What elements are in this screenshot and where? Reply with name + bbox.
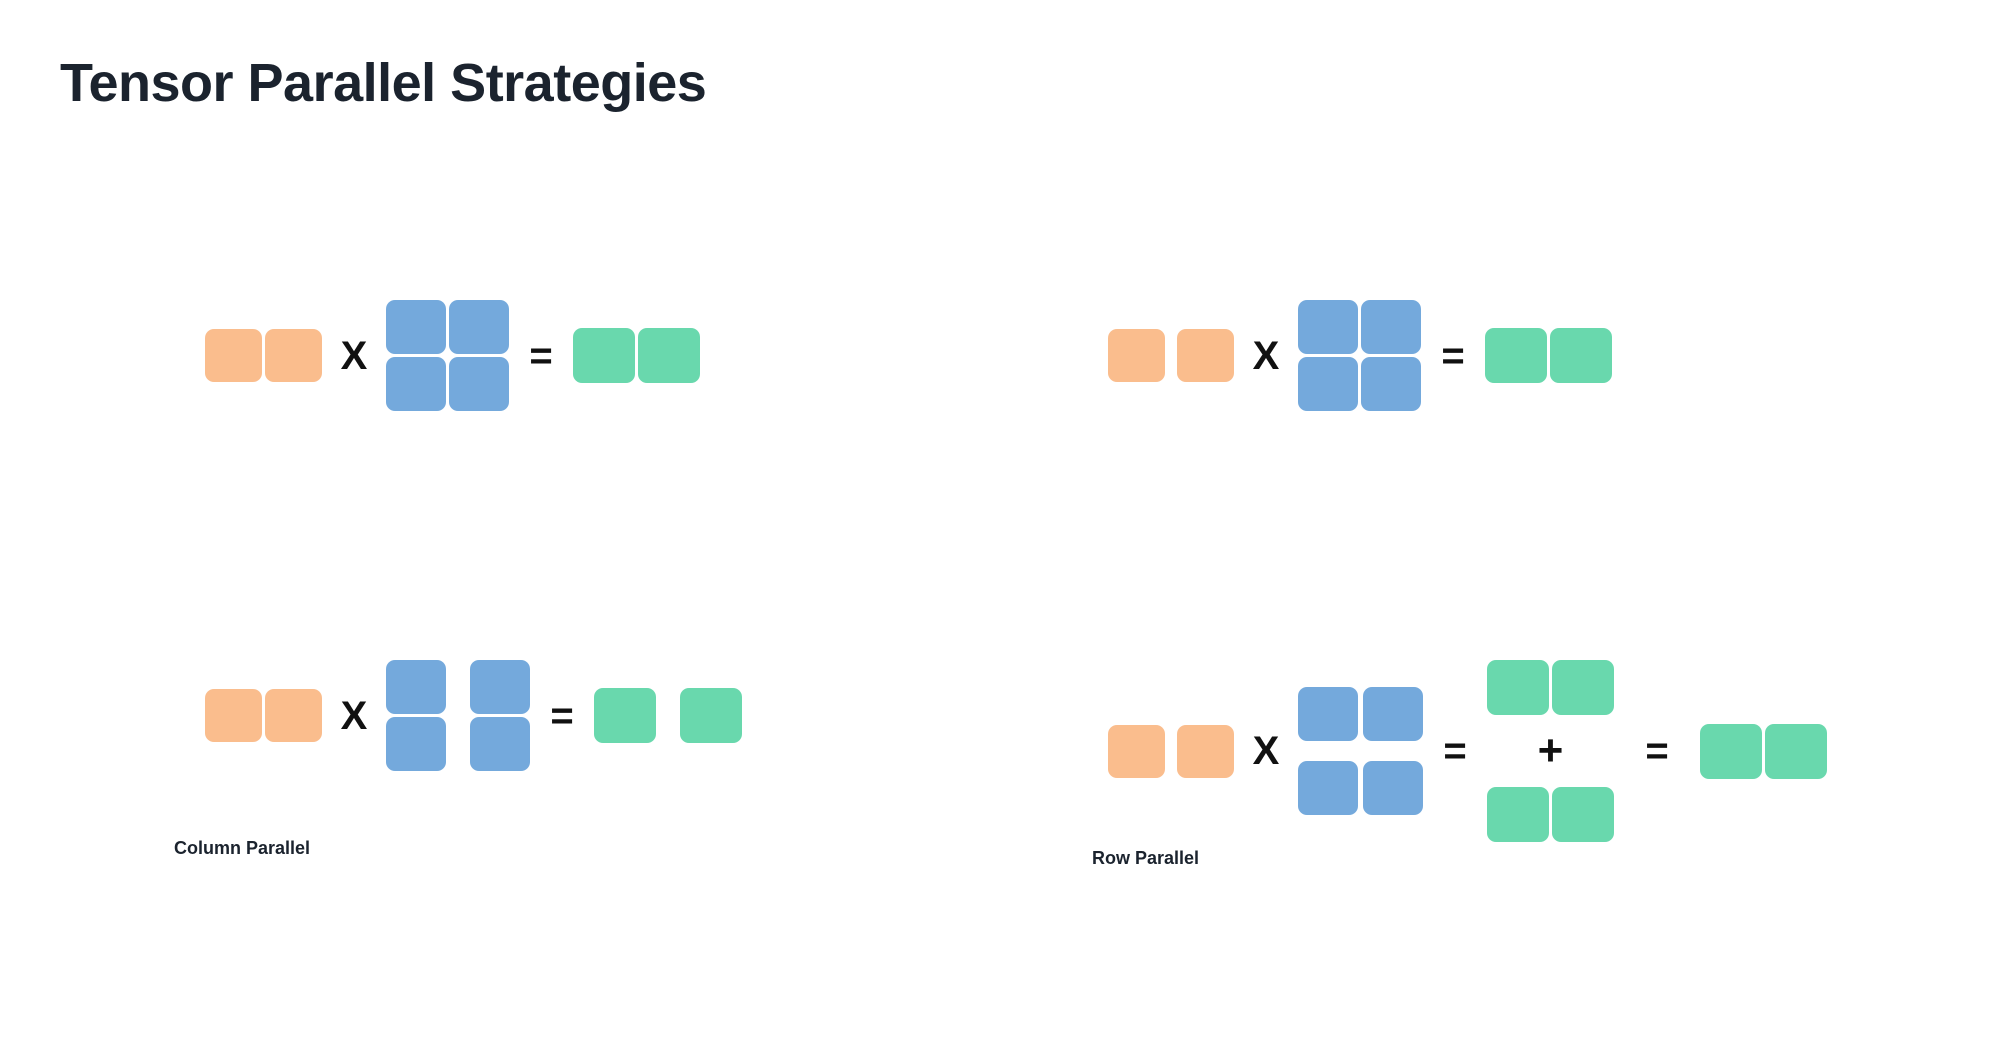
matrix-cell-orange bbox=[1177, 329, 1234, 382]
matrix-cell-blue bbox=[1361, 357, 1421, 411]
matrix-cell-green bbox=[594, 688, 656, 743]
diagram-row-parallel-before: X = bbox=[1108, 300, 1612, 411]
multiply-operator: X bbox=[1252, 729, 1280, 773]
weight-matrix-blue bbox=[386, 300, 509, 411]
partial-results-stack: + bbox=[1487, 660, 1614, 842]
diagram-row-parallel: X = + bbox=[1108, 660, 1827, 842]
matrix-cell-green bbox=[1765, 723, 1827, 779]
matrix-cell-blue bbox=[449, 300, 509, 354]
equation-row: X = bbox=[205, 300, 700, 411]
matrix-cell-blue bbox=[470, 717, 530, 771]
matrix-cell-green bbox=[680, 688, 742, 743]
diagram-column-parallel: X = bbox=[205, 660, 742, 771]
matrix-cell-blue bbox=[1361, 300, 1421, 354]
matrix-row bbox=[1298, 761, 1423, 815]
matrix-cell-blue bbox=[1363, 687, 1423, 741]
equals-operator: = bbox=[550, 693, 574, 738]
equation-row: X = bbox=[1108, 300, 1612, 411]
matrix-row bbox=[386, 357, 509, 411]
final-output-matrix-green bbox=[1700, 723, 1827, 779]
matrix-cell-green bbox=[1552, 660, 1614, 715]
matrix-row bbox=[205, 329, 322, 382]
output-matrix-green-column-sharded bbox=[594, 688, 742, 743]
equals-operator: = bbox=[529, 333, 553, 378]
output-matrix-green bbox=[573, 328, 700, 383]
shard-gap bbox=[1298, 741, 1423, 761]
matrix-row bbox=[386, 660, 530, 714]
matrix-cell-orange bbox=[1177, 724, 1234, 778]
shard-gap bbox=[446, 660, 470, 714]
matrix-cell-blue bbox=[1298, 761, 1358, 815]
matrix-row bbox=[386, 300, 509, 354]
shard-gap bbox=[656, 688, 680, 743]
matrix-cell-green bbox=[1700, 723, 1762, 779]
matrix-row bbox=[1298, 357, 1421, 411]
matrix-row bbox=[1108, 724, 1234, 778]
output-matrix-green bbox=[1485, 328, 1612, 383]
matrix-row bbox=[1487, 660, 1614, 715]
partial-output-matrix-green bbox=[1487, 787, 1614, 842]
matrix-row bbox=[1485, 328, 1612, 383]
input-matrix-orange bbox=[205, 689, 322, 742]
equation-row: X = bbox=[205, 660, 742, 771]
matrix-cell-green bbox=[1485, 328, 1547, 383]
matrix-cell-green bbox=[1487, 660, 1549, 715]
matrix-cell-blue bbox=[1298, 357, 1358, 411]
matrix-row bbox=[594, 688, 742, 743]
matrix-cell-blue bbox=[386, 660, 446, 714]
matrix-row bbox=[1487, 787, 1614, 842]
multiply-operator: X bbox=[1252, 333, 1280, 378]
shard-gap bbox=[1165, 725, 1177, 778]
matrix-row bbox=[1700, 723, 1827, 779]
matrix-cell-blue bbox=[1298, 687, 1358, 741]
matrix-row bbox=[1298, 687, 1423, 741]
matrix-row bbox=[1108, 329, 1234, 382]
input-matrix-orange bbox=[1108, 329, 1234, 382]
matrix-row bbox=[573, 328, 700, 383]
multiply-operator: X bbox=[340, 693, 368, 738]
page-title: Tensor Parallel Strategies bbox=[60, 53, 707, 113]
matrix-row bbox=[1298, 300, 1421, 354]
matrix-row bbox=[205, 689, 322, 742]
matrix-cell-orange bbox=[265, 689, 322, 742]
shard-gap bbox=[446, 717, 470, 771]
diagram-column-parallel-before: X = bbox=[205, 300, 700, 411]
input-matrix-orange bbox=[205, 329, 322, 382]
matrix-cell-blue bbox=[1298, 300, 1358, 354]
matrix-cell-green bbox=[1552, 787, 1614, 842]
matrix-cell-orange bbox=[1108, 724, 1165, 778]
matrix-cell-green bbox=[1550, 328, 1612, 383]
equals-operator-final: = bbox=[1645, 729, 1669, 773]
input-matrix-orange-column-sharded bbox=[1108, 724, 1234, 778]
matrix-cell-green bbox=[1487, 787, 1549, 842]
partial-output-matrix-green bbox=[1487, 660, 1614, 715]
matrix-cell-blue bbox=[386, 357, 446, 411]
plus-operator: + bbox=[1537, 726, 1564, 775]
equals-operator: = bbox=[1441, 333, 1465, 378]
matrix-cell-green bbox=[573, 328, 635, 383]
weight-matrix-blue-column-sharded bbox=[386, 660, 530, 771]
matrix-cell-orange bbox=[1108, 329, 1165, 382]
diagram-label-column-parallel: Column Parallel bbox=[174, 838, 311, 858]
diagram-label-row-parallel: Row Parallel bbox=[1092, 848, 1200, 868]
matrix-cell-orange bbox=[205, 329, 262, 382]
matrix-cell-blue bbox=[1363, 761, 1423, 815]
weight-matrix-blue-row-sharded bbox=[1298, 687, 1423, 815]
equals-operator: = bbox=[1443, 729, 1467, 773]
matrix-cell-blue bbox=[386, 300, 446, 354]
matrix-cell-blue bbox=[386, 717, 446, 771]
multiply-operator: X bbox=[340, 333, 368, 378]
equation-row: X = + bbox=[1108, 660, 1827, 842]
matrix-cell-blue bbox=[470, 660, 530, 714]
matrix-cell-orange bbox=[205, 689, 262, 742]
cell-gap bbox=[1165, 329, 1177, 382]
matrix-cell-blue bbox=[449, 357, 509, 411]
matrix-row bbox=[386, 717, 530, 771]
weight-matrix-blue bbox=[1298, 300, 1421, 411]
matrix-cell-green bbox=[638, 328, 700, 383]
matrix-cell-orange bbox=[265, 329, 322, 382]
